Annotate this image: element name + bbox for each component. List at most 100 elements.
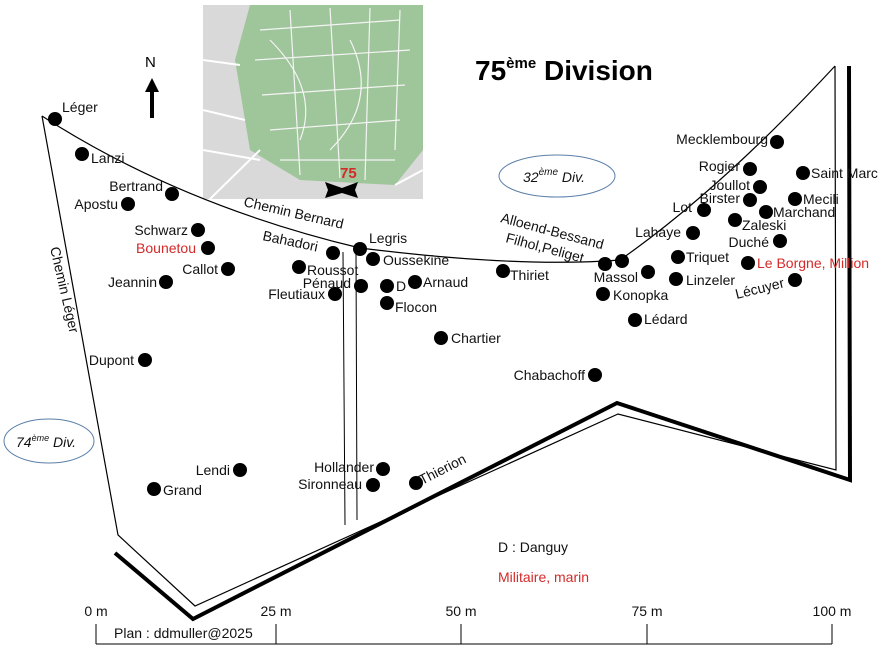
grave-dot[interactable] <box>728 213 742 227</box>
grave-dot[interactable] <box>380 296 394 310</box>
grave-marker[interactable]: Apostu <box>74 196 135 212</box>
grave-dot[interactable] <box>138 353 152 367</box>
grave-marker[interactable]: Pénaud <box>303 275 368 293</box>
grave-marker[interactable]: Dupont <box>89 352 152 368</box>
grave-marker[interactable]: Marchand <box>759 204 835 220</box>
grave-label: Linzeler <box>686 272 735 288</box>
grave-dot[interactable] <box>408 275 422 289</box>
grave-marker[interactable]: Duché <box>729 234 787 250</box>
grave-dot[interactable] <box>75 147 89 161</box>
grave-marker[interactable]: Konopka <box>596 287 668 303</box>
grave-dot[interactable] <box>354 279 368 293</box>
grave-marker[interactable]: Grand <box>147 482 202 498</box>
grave-marker[interactable]: Callot <box>182 261 235 277</box>
grave-marker[interactable]: Lédard <box>628 311 688 327</box>
grave-dot[interactable] <box>588 368 602 382</box>
grave-marker[interactable]: Mecklembourg <box>676 131 784 149</box>
grave-dot[interactable] <box>434 331 448 345</box>
grave-dot[interactable] <box>641 265 655 279</box>
grave-marker[interactable]: Triquet <box>671 249 729 265</box>
grave-dot[interactable] <box>615 254 629 268</box>
neighbor-division-74[interactable]: 74ème Div. <box>3 418 95 464</box>
grave-dot[interactable] <box>743 193 757 207</box>
grave-dot[interactable] <box>409 476 423 490</box>
grave-marker[interactable]: Linzeler <box>669 272 735 288</box>
grave-marker[interactable]: Zaleski <box>728 213 786 233</box>
grave-marker[interactable]: Lanzi <box>75 147 124 166</box>
grave-label: Mecklembourg <box>676 131 768 147</box>
grave-dot[interactable] <box>366 478 380 492</box>
grave-dot[interactable] <box>326 246 340 260</box>
grave-marker[interactable]: Hollander <box>314 459 390 476</box>
grave-dot[interactable] <box>773 234 787 248</box>
grave-dot[interactable] <box>741 256 755 270</box>
grave-marker[interactable]: Saint Marc <box>796 165 878 181</box>
legend-military: Militaire, marin <box>498 569 589 585</box>
grave-label: Dupont <box>89 352 134 368</box>
scale-tick-label: 75 m <box>631 603 662 619</box>
grave-dot[interactable] <box>770 135 784 149</box>
grave-dot[interactable] <box>328 287 342 301</box>
grave-dot[interactable] <box>628 313 642 327</box>
grave-marker[interactable]: Lendi <box>196 462 247 478</box>
grave-dot[interactable] <box>743 162 757 176</box>
grave-dot[interactable] <box>147 482 161 496</box>
grave-label: Oussekine <box>383 252 449 268</box>
grave-marker[interactable]: Legris <box>353 230 407 256</box>
grave-dot[interactable] <box>366 252 380 266</box>
grave-marker[interactable]: Lahaye <box>635 224 700 240</box>
grave-dot[interactable] <box>201 241 215 255</box>
grave-dot[interactable] <box>671 250 685 264</box>
grave-marker[interactable]: Lot <box>673 199 711 217</box>
grave-marker[interactable]: Massol <box>594 265 655 285</box>
grave-marker[interactable]: Sironneau <box>298 476 380 492</box>
grave-marker[interactable]: Le Borgne, Million <box>741 255 869 271</box>
grave-dot[interactable] <box>788 192 802 206</box>
grave-marker[interactable]: Rogier <box>699 158 757 176</box>
grave-dot[interactable] <box>669 272 683 286</box>
grave-marker[interactable]: Léger <box>48 99 98 126</box>
grave-marker[interactable]: Bounetou <box>136 240 215 256</box>
grave-marker[interactable]: Jeannin <box>108 274 173 290</box>
grave-dot[interactable] <box>48 112 62 126</box>
grave-marker[interactable]: Chabachoff <box>514 367 602 383</box>
grave-marker[interactable]: Thiriet <box>496 264 549 283</box>
grave-dot[interactable] <box>191 223 205 237</box>
grave-dot[interactable] <box>165 187 179 201</box>
grave-dot[interactable] <box>496 264 510 278</box>
neighbor-division-32[interactable]: 32ème Div. <box>498 154 616 198</box>
grave-dot[interactable] <box>233 463 247 477</box>
grave-dot[interactable] <box>796 166 810 180</box>
grave-dot[interactable] <box>159 275 173 289</box>
grave-label: Schwarz <box>134 222 188 238</box>
grave-dot[interactable] <box>353 242 367 256</box>
grave-dot[interactable] <box>788 273 802 287</box>
grave-marker[interactable]: Arnaud <box>408 274 468 290</box>
grave-marker[interactable]: Joullot <box>710 177 767 194</box>
grave-dot[interactable] <box>598 257 612 271</box>
grave-dot[interactable] <box>380 279 394 293</box>
grave-label: Duché <box>729 234 770 250</box>
grave-marker[interactable]: Schwarz <box>134 222 205 238</box>
grave-marker[interactable]: Fleutiaux <box>268 286 342 302</box>
grave-marker[interactable]: Roussot <box>292 260 358 278</box>
grave-marker[interactable]: Lécuyer <box>734 273 802 302</box>
grave-label: Mecili <box>803 191 839 207</box>
grave-marker[interactable]: Mecili <box>788 191 839 207</box>
grave-marker[interactable]: Birster <box>700 190 757 207</box>
grave-dot[interactable] <box>759 205 773 219</box>
grave-dot[interactable] <box>292 260 306 274</box>
grave-dot[interactable] <box>596 287 610 301</box>
grave-dot[interactable] <box>121 197 135 211</box>
grave-marker[interactable]: Bertrand <box>109 178 179 201</box>
grave-dot[interactable] <box>697 203 711 217</box>
grave-marker[interactable]: Oussekine <box>366 252 449 268</box>
grave-marker[interactable]: Chartier <box>434 330 501 346</box>
grave-marker[interactable]: Flocon <box>380 296 437 315</box>
grave-dot[interactable] <box>376 462 390 476</box>
grave-dot[interactable] <box>753 180 767 194</box>
grave-label: Apostu <box>74 196 118 212</box>
grave-dot[interactable] <box>686 226 700 240</box>
grave-dot[interactable] <box>221 262 235 276</box>
grave-marker[interactable]: D <box>380 278 406 294</box>
